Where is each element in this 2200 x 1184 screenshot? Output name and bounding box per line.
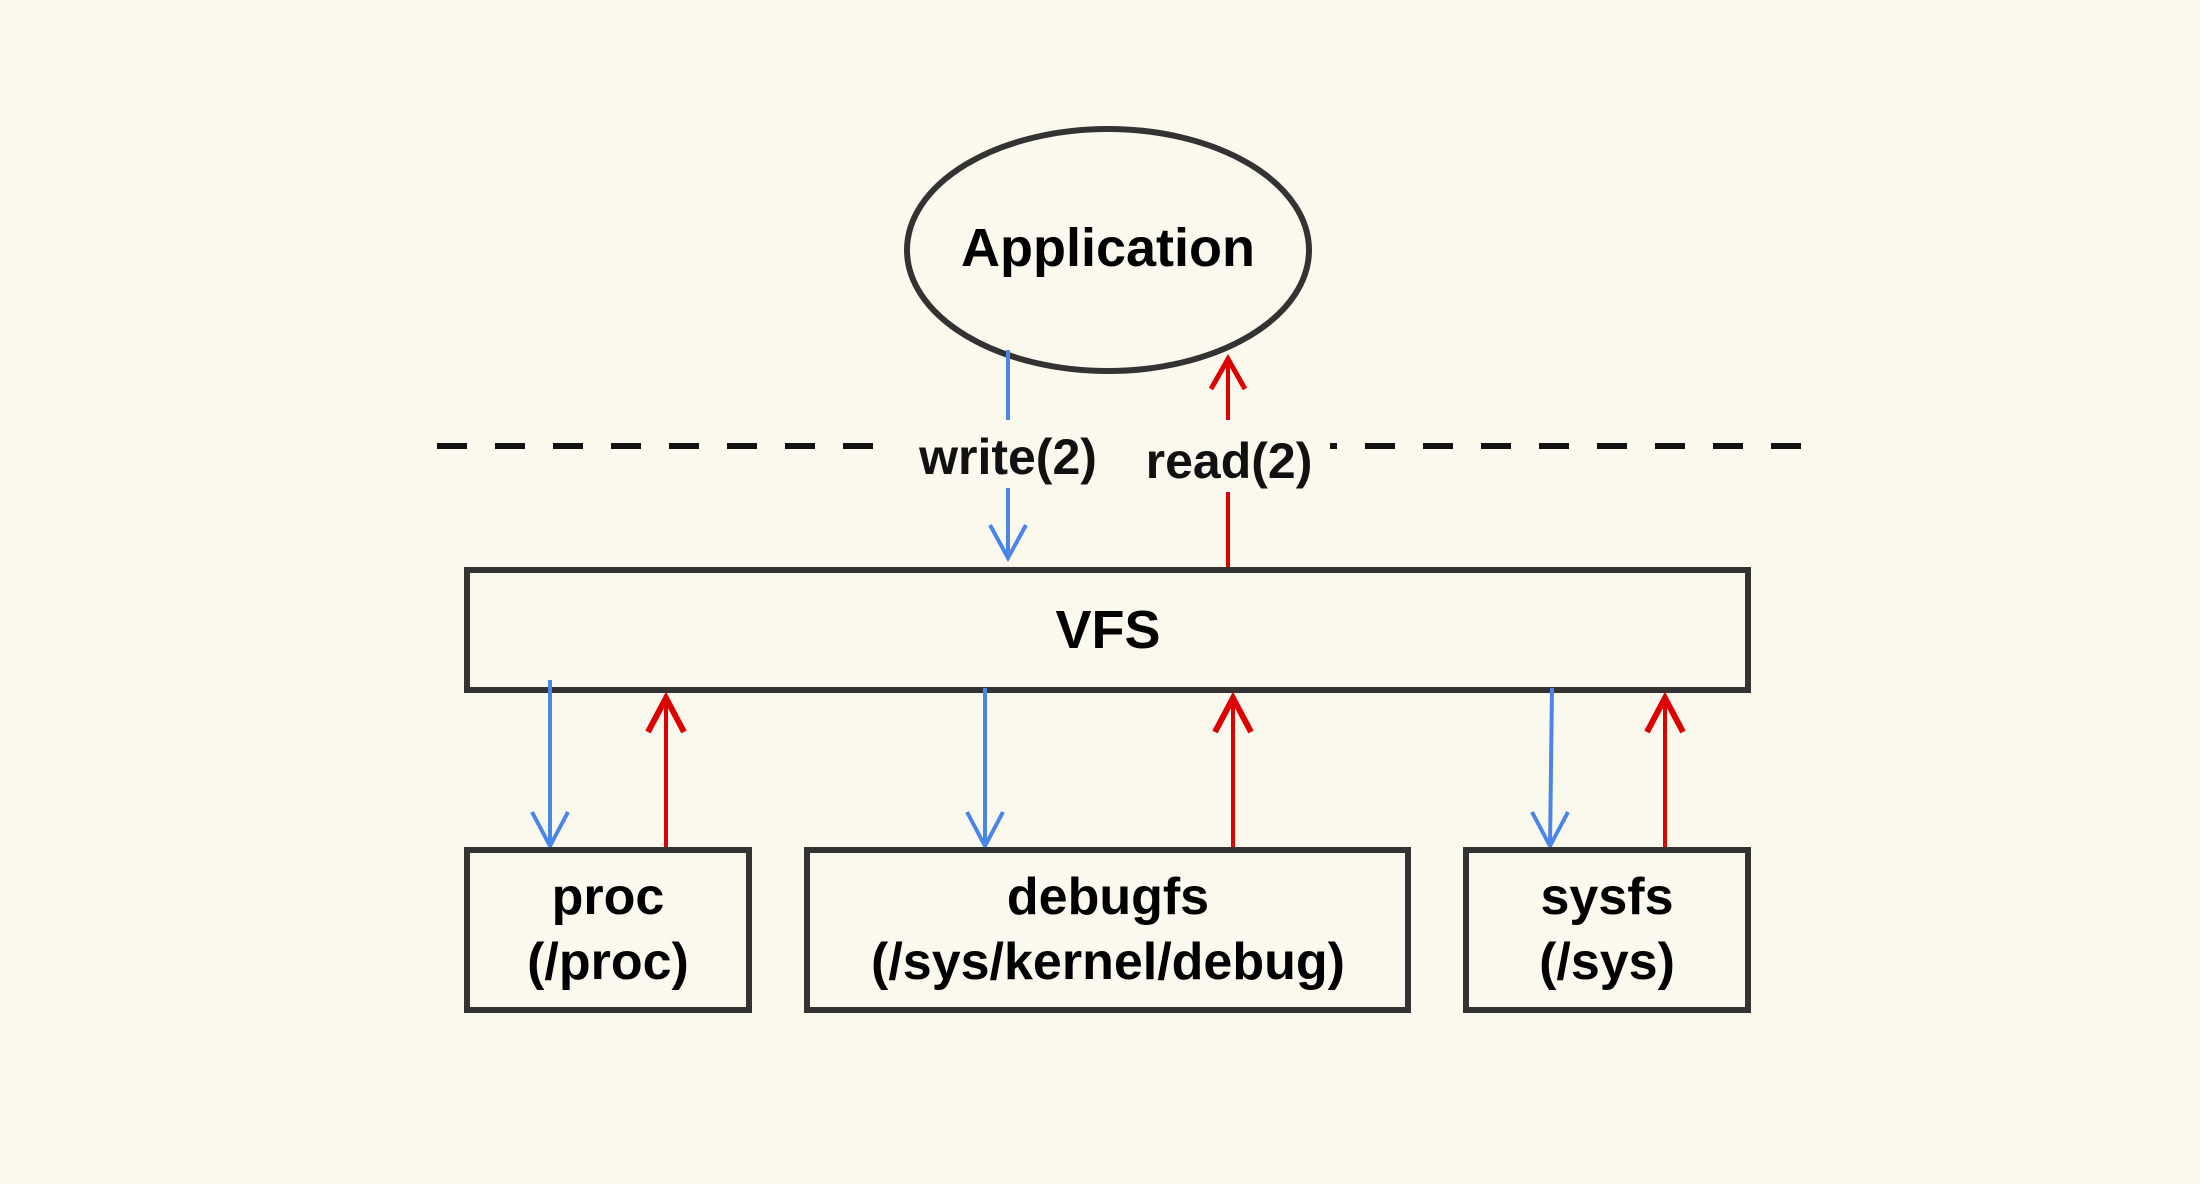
proc-write-arrow — [530, 680, 570, 851]
proc-name: proc — [552, 868, 665, 926]
vfs-node: VFS — [464, 567, 1751, 693]
debugfs-read-arrow — [1212, 691, 1254, 850]
read-label-bg — [1130, 420, 1330, 492]
sysfs-read-arrow — [1644, 691, 1686, 850]
debugfs-name: debugfs — [1007, 868, 1209, 926]
write-label-bg — [900, 420, 1120, 488]
proc-read-arrow — [645, 691, 687, 850]
proc-path: (/proc) — [527, 933, 689, 991]
read-syscall-arrow — [1208, 353, 1248, 568]
sysfs-write-arrow — [1530, 687, 1570, 851]
sysfs-node: sysfs (/sys) — [1463, 847, 1751, 1013]
application-label: Application — [961, 218, 1255, 278]
debugfs-node: debugfs (/sys/kernel/debug) — [804, 847, 1411, 1013]
sysfs-path: (/sys) — [1539, 933, 1675, 991]
sysfs-name: sysfs — [1541, 868, 1674, 926]
proc-node: proc (/proc) — [464, 847, 752, 1013]
debugfs-write-arrow — [965, 688, 1005, 851]
debugfs-path: (/sys/kernel/debug) — [871, 933, 1345, 991]
application-node: Application — [904, 126, 1312, 374]
read-syscall-label: read(2) — [1146, 433, 1313, 489]
write-syscall-arrow — [988, 350, 1028, 563]
write-syscall-label: write(2) — [918, 429, 1097, 485]
vfs-label: VFS — [1055, 600, 1160, 660]
